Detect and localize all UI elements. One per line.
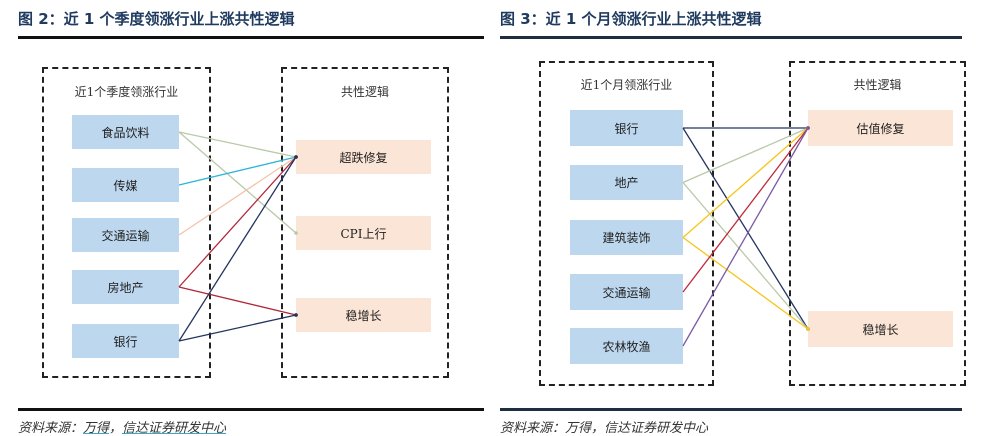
fig2-logic-group [281, 67, 449, 378]
fig2-connector-line [178, 156, 297, 186]
fig3-connector-line [682, 127, 809, 184]
arrowhead-icon [294, 231, 298, 235]
fig3-footer-rule [500, 408, 962, 411]
fig2-connector-line [178, 131, 297, 234]
fig2-logic-box: 稳增长 [296, 298, 431, 332]
fig3-connector-line [682, 127, 809, 330]
fig2-connector-line [178, 156, 297, 236]
fig3-title-rule [500, 36, 962, 39]
source-link-cinda[interactable]: 信达证券研发中心 [122, 421, 227, 436]
fig3-right-header: 共性逻辑 [853, 78, 902, 92]
fig3-connector-line [682, 127, 809, 293]
arrowhead-icon [294, 313, 298, 317]
fig3-industry-box: 农林牧渔 [570, 328, 683, 364]
fig3-connector-line [682, 182, 809, 330]
arrowhead-icon [806, 126, 810, 130]
fig2-title: 图 2：近 1 个季度领涨行业上涨共性逻辑 [18, 10, 295, 28]
fig3-title: 图 3：近 1 个月领涨行业上涨共性逻辑 [500, 10, 762, 28]
fig2-industry-box: 房地产 [72, 270, 179, 304]
fig2-industry-group [42, 67, 211, 378]
fig3-industry-box: 银行 [570, 110, 683, 146]
fig2-title-rule [18, 36, 484, 39]
fig2-connector-line [178, 156, 297, 288]
fig2-industry-box: 食品饮料 [72, 115, 179, 149]
fig2-connector-line [178, 314, 297, 342]
fig2-connector-line [178, 156, 297, 342]
fig3-source: 资料来源：万得，信达证券研发中心 [500, 421, 709, 436]
arrowhead-icon [294, 155, 298, 159]
fig2-connector-line [178, 131, 297, 158]
fig2-industry-box: 传媒 [72, 168, 179, 202]
fig3-industry-box: 建筑装饰 [570, 220, 683, 255]
fig3-connector-line [682, 127, 809, 238]
fig2-source: 资料来源：万得，信达证券研发中心 [18, 417, 226, 436]
fig3-connector-line [682, 236, 809, 330]
fig3-industry-box: 交通运输 [570, 274, 683, 310]
fig3-industry-group [539, 61, 714, 386]
fig3-connector-line [682, 127, 809, 347]
fig2-footer-rule [18, 408, 484, 411]
fig3-industry-box: 地产 [570, 165, 683, 200]
fig2-right-header: 共性逻辑 [340, 85, 389, 99]
fig3-logic-box: 稳增长 [808, 311, 953, 347]
fig2-logic-box: 超跌修复 [296, 140, 431, 174]
fig2-industry-box: 交通运输 [72, 218, 179, 252]
fig3-left-header: 近1个月领涨行业 [580, 78, 673, 92]
arrowhead-icon [806, 327, 810, 331]
source-prefix: 资料来源： [18, 421, 84, 436]
fig3-logic-group [789, 61, 966, 386]
fig2-industry-box: 银行 [72, 324, 179, 358]
fig3-logic-box: 估值修复 [808, 110, 953, 146]
source-link-wind[interactable]: 万得 [83, 421, 110, 436]
source-sep: ， [109, 421, 123, 436]
fig2-logic-box: CPI上行 [296, 216, 431, 250]
fig2-connector-line [178, 286, 297, 316]
fig2-left-header: 近1个季度领涨行业 [74, 85, 179, 99]
